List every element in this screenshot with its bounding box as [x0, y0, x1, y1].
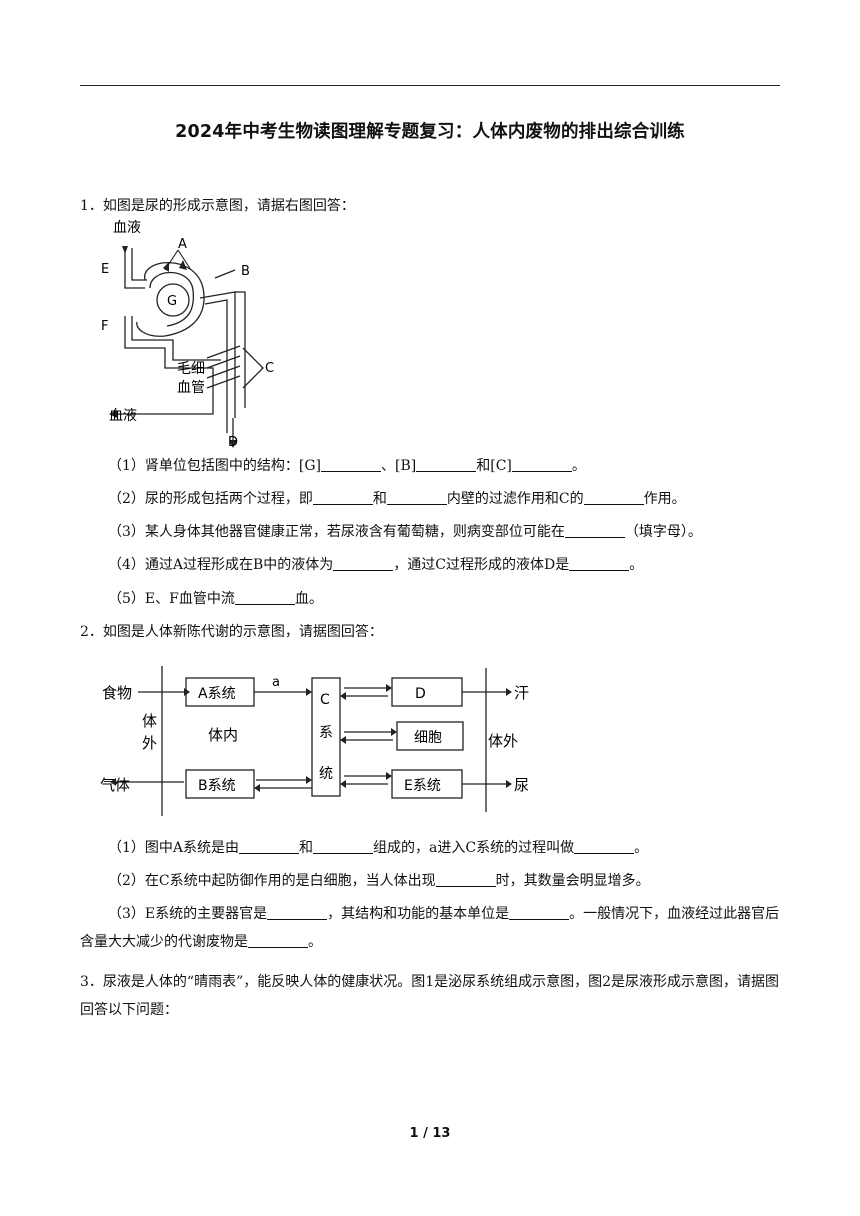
metabolism-label-body-out-2: 外	[142, 734, 157, 752]
answer-blank[interactable]	[574, 839, 635, 854]
metabolism-label-body-out-right: 体外	[488, 732, 518, 750]
answer-blank[interactable]	[511, 457, 572, 472]
diagram-label-f: F	[101, 319, 108, 334]
diagram-label-b: B	[241, 264, 250, 279]
metabolism-label-d: D	[415, 686, 426, 702]
answer-blank[interactable]	[386, 490, 447, 505]
metabolism-diagram: 食物 气体 体 外 体内 A系统 B系统 a C 系 统 D 细胞 E系统 体外…	[100, 666, 529, 816]
metabolism-label-c-2: 系	[319, 725, 333, 741]
diagram-label-d: D	[228, 435, 238, 450]
answer-blank[interactable]	[569, 556, 630, 571]
q1-stem: 1．如图是尿的形成示意图，请据右图回答：	[80, 198, 355, 214]
diagram-label-a: A	[178, 237, 187, 252]
answer-blank[interactable]	[416, 457, 477, 472]
answer-blank[interactable]	[312, 490, 373, 505]
diagram-label-g: G	[167, 294, 177, 309]
answer-blank[interactable]	[333, 556, 394, 571]
q1-subquestion-1: （1）肾单位包括图中的结构：[G]、[B]和[C]。	[108, 457, 586, 474]
metabolism-label-c-1: C	[320, 692, 330, 708]
answer-blank[interactable]	[313, 839, 374, 854]
answer-blank[interactable]	[509, 905, 570, 920]
answer-blank[interactable]	[248, 933, 308, 948]
metabolism-label-a-system: A系统	[198, 686, 236, 702]
answer-blank[interactable]	[564, 523, 625, 538]
metabolism-label-sweat: 汗	[514, 684, 529, 702]
q2-subquestion-3: （3）E系统的主要器官是，其结构和功能的基本单位是。一般情况下，血液经过此器官后…	[80, 905, 780, 950]
metabolism-label-b-system: B系统	[198, 778, 236, 794]
answer-blank[interactable]	[583, 490, 644, 505]
metabolism-label-food: 食物	[102, 684, 132, 702]
q2-subquestion-1: （1）图中A系统是由和组成的，a进入C系统的过程叫做。	[108, 839, 649, 856]
page-title: 2024年中考生物读图理解专题复习：人体内废物的排出综合训练	[175, 122, 685, 142]
q2-subquestion-2: （2）在C系统中起防御作用的是白细胞，当人体出现时，其数量会明显增多。	[108, 872, 650, 889]
metabolism-label-urine: 尿	[514, 776, 529, 794]
answer-blank[interactable]	[234, 590, 295, 605]
diagram-label-c: C	[265, 361, 274, 376]
q1-subquestion-2: （2）尿的形成包括两个过程，即和内壁的过滤作用和C的作用。	[108, 490, 686, 507]
diagram-label-e: E	[101, 262, 109, 277]
q1-subquestion-5: （5）E、F血管中流血。	[108, 590, 323, 607]
diagram-label-capillary-2: 血管	[177, 380, 205, 396]
answer-blank[interactable]	[267, 905, 328, 920]
metabolism-label-cell: 细胞	[414, 730, 442, 746]
answer-blank[interactable]	[239, 839, 300, 854]
q3-stem: 3．尿液是人体的“晴雨表”，能反映人体的健康状况。图1是泌尿系统组成示意图，图2…	[80, 974, 780, 1018]
q1-subquestion-3: （3）某人身体其他器官健康正常，若尿液含有葡萄糖，则病变部位可能在（填字母）。	[108, 523, 702, 540]
answer-blank[interactable]	[321, 457, 382, 472]
q1-subquestion-4: （4）通过A过程形成在B中的液体为，通过C过程形成的液体D是。	[108, 556, 644, 573]
header-rule	[80, 85, 780, 86]
diagram-label-capillary-1: 毛细	[177, 361, 205, 377]
urine-formation-diagram: 血液 A B E G F C 毛细 血管 血液 D	[101, 220, 274, 450]
q2-stem: 2．如图是人体新陈代谢的示意图，请据图回答：	[80, 624, 383, 640]
answer-blank[interactable]	[435, 872, 496, 887]
metabolism-label-a: a	[272, 675, 280, 690]
diagram-label-blood-bottom: 血液	[109, 408, 137, 424]
diagram-label-blood-top: 血液	[113, 220, 141, 236]
page-number: 1 / 13	[409, 1126, 451, 1141]
metabolism-label-gas: 气体	[100, 776, 130, 794]
metabolism-label-e-system: E系统	[404, 778, 441, 794]
metabolism-label-c-3: 统	[319, 766, 333, 782]
metabolism-label-body-out-1: 体	[142, 712, 157, 730]
metabolism-label-body-in: 体内	[208, 726, 238, 744]
